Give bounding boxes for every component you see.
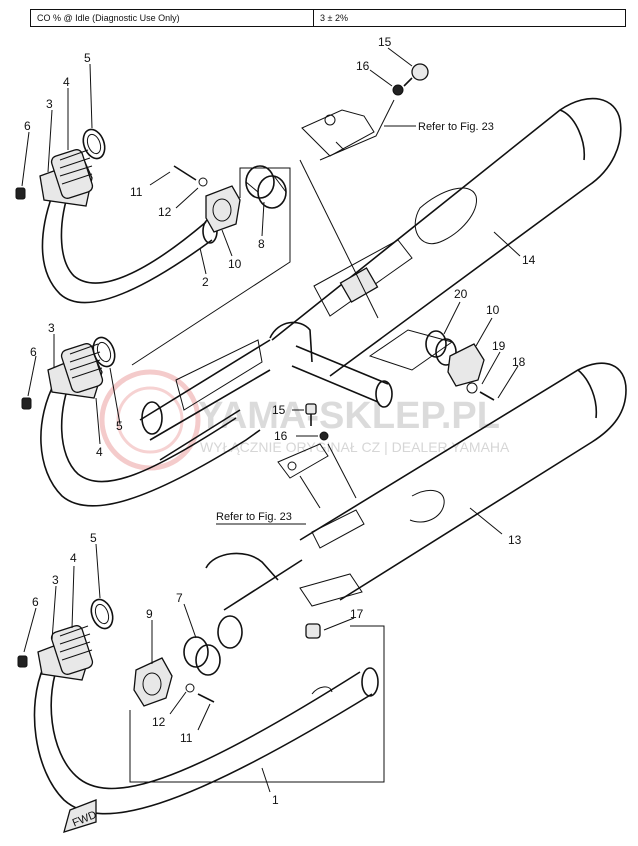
callout-5-upper: 5	[84, 51, 91, 65]
callout-10-upper: 10	[228, 257, 242, 271]
callout-19: 19	[492, 339, 506, 353]
callout-15-middle: 15	[272, 403, 286, 417]
spec-label: CO % @ Idle (Diagnostic Use Only)	[31, 10, 314, 26]
leader-box-upper	[131, 167, 291, 366]
clamp-group-lower	[133, 657, 215, 707]
spec-table: CO % @ Idle (Diagnostic Use Only) 3 ± 2%	[30, 9, 626, 27]
callout-18: 18	[512, 355, 526, 369]
exhaust-pipe-2	[41, 187, 218, 304]
spec-value: 3 ± 2%	[320, 13, 348, 23]
watermark: YAMA-SKLEP.PL WYŁĄCZNIE ORYGINAŁ CZ | DE…	[99, 369, 510, 471]
callout-8: 8	[258, 237, 265, 251]
ref-fig23-upper: Refer to Fig. 23	[418, 121, 494, 133]
callout-17: 17	[350, 607, 364, 621]
muffler-14	[271, 97, 622, 377]
callout-12-upper: 12	[158, 205, 172, 219]
fwd-arrow-icon	[63, 799, 97, 833]
callout-5-middle: 5	[116, 419, 123, 433]
callout-16-upper: 16	[356, 59, 370, 73]
exhaust-pipe-1	[33, 659, 379, 815]
callout-4-upper: 4	[63, 75, 70, 89]
callout-20: 20	[454, 287, 468, 301]
callout-5-lower: 5	[90, 531, 97, 545]
clamp-group-upper	[173, 165, 287, 233]
ref-fig23-lower: Refer to Fig. 23	[216, 511, 292, 523]
callout-7: 7	[176, 591, 183, 605]
callout-leaders	[21, 47, 521, 793]
flange-group-upper	[15, 128, 106, 207]
callout-3-middle: 3	[48, 321, 55, 335]
clamp-group-middle	[368, 329, 495, 401]
callout-9: 9	[146, 607, 153, 621]
callout-4-lower: 4	[70, 551, 77, 565]
watermark-title: YAMA-SKLEP.PL	[198, 395, 500, 437]
bolt-17	[305, 623, 321, 639]
callout-11-upper: 11	[130, 185, 143, 199]
callout-3-lower: 3	[52, 573, 59, 587]
exhaust-pipe-middle	[40, 339, 271, 507]
watermark-logo-inner	[116, 386, 184, 454]
callout-14: 14	[522, 253, 536, 267]
callout-11-lower: 11	[180, 731, 193, 745]
callout-6-lower: 6	[32, 595, 39, 609]
callout-1: 1	[272, 793, 279, 807]
callout-12-lower: 12	[152, 715, 166, 729]
callout-13: 13	[508, 533, 522, 547]
callout-4-middle: 4	[96, 445, 103, 459]
flange-group-lower	[17, 598, 114, 681]
callout-2: 2	[202, 275, 209, 289]
muffler-13	[205, 362, 627, 649]
balance-tube	[269, 321, 393, 408]
callout-10-middle: 10	[486, 303, 500, 317]
leader-box-lower	[129, 625, 385, 783]
bolt-washer-upper	[299, 63, 429, 319]
callout-6-middle: 6	[30, 345, 37, 359]
flange-group-middle	[21, 336, 116, 410]
callout-6-upper: 6	[24, 119, 31, 133]
bracket-middle	[277, 403, 357, 509]
sleeve-7	[183, 636, 221, 676]
callout-16-middle: 16	[274, 429, 288, 443]
callout-15-upper: 15	[378, 35, 392, 49]
watermark-subtitle: WYŁĄCZNIE ORYGINAŁ CZ | DEALER YAMAHA	[200, 439, 510, 455]
callout-3-upper: 3	[46, 97, 53, 111]
